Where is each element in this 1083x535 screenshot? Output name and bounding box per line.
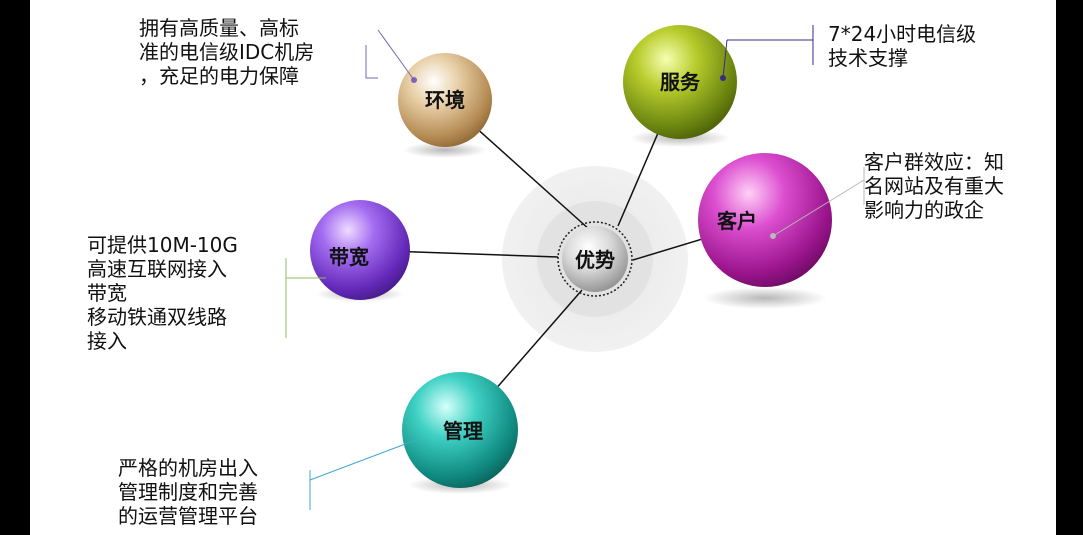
description-line: 移动铁通双线路 [87, 305, 227, 329]
description-mgmt: 严格的机房出入管理制度和完善的运营管理平台 [118, 456, 258, 528]
description-line: 名网站及有重大 [864, 174, 1004, 198]
node-label-mgmt: 管理 [443, 419, 483, 443]
description-line: 拥有高质量、高标 [139, 16, 299, 40]
description-line: 可提供10M-10G [87, 233, 238, 257]
description-cust: 客户群效应：知名网站及有重大影响力的政企 [864, 150, 1004, 222]
node-label-bw: 带宽 [329, 245, 369, 269]
description-line: 高速互联网接入 [87, 257, 227, 281]
description-env: 拥有高质量、高标准的电信级IDC机房，充足的电力保障 [139, 16, 314, 88]
description-line: 准的电信级IDC机房 [139, 40, 315, 64]
sphere-svc [623, 25, 737, 139]
sphere-mgmt [402, 372, 518, 488]
description-line: 客户群效应：知 [864, 150, 1004, 174]
description-line: 技术支撑 [828, 46, 908, 70]
description-line: 严格的机房出入 [118, 456, 258, 480]
node-label-cust: 客户 [716, 209, 757, 233]
sphere-cust [698, 153, 832, 287]
description-line: 带宽 [87, 281, 127, 305]
sphere-env [398, 53, 492, 147]
sphere-bw [310, 200, 410, 300]
description-line: 接入 [87, 329, 127, 353]
diagram-canvas: 环境 服务 客户 带宽 管理 优势 拥有高质量、高标准的电信级IDC机房，充 [30, 0, 1056, 535]
description-line: ，充足的电力保障 [139, 64, 299, 88]
callout-leaders [285, 25, 865, 510]
node-label-svc: 服务 [660, 70, 701, 94]
diagram-svg: 环境 服务 客户 带宽 管理 优势 [285, 25, 865, 510]
center-dotted-ring [557, 221, 633, 297]
description-line: 管理制度和完善 [118, 480, 258, 504]
description-line: 7*24小时电信级 [828, 22, 977, 46]
description-line: 影响力的政企 [864, 198, 984, 222]
node-label-env: 环境 [425, 88, 465, 112]
center-sphere [562, 226, 628, 292]
description-line: 的运营管理平台 [118, 504, 258, 528]
description-svc: 7*24小时电信级技术支撑 [828, 22, 976, 70]
center-label: 优势 [575, 248, 615, 272]
